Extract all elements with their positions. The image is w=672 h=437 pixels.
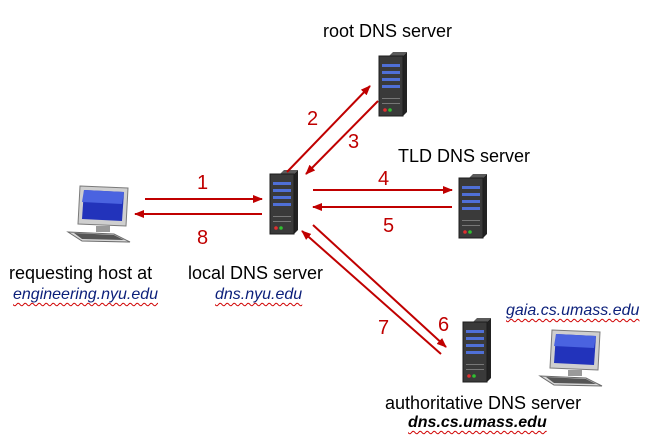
gaia-computer-icon bbox=[539, 329, 603, 387]
arrow-1-label: 1 bbox=[197, 172, 209, 194]
arrow-8-label: 8 bbox=[197, 227, 209, 249]
requesting-host-label: requesting host at bbox=[9, 263, 153, 283]
arrow-4-label: 4 bbox=[378, 168, 390, 190]
arrow-6 bbox=[312, 224, 447, 348]
local-server-icon bbox=[269, 169, 299, 235]
arrow-6-label: 6 bbox=[438, 314, 450, 336]
arrow-2 bbox=[286, 85, 371, 173]
local-server-domain: dns.nyu.edu bbox=[215, 286, 303, 303]
arrow-3-label: 3 bbox=[348, 131, 360, 153]
arrow-7 bbox=[301, 230, 442, 355]
arrow-5-label: 5 bbox=[383, 215, 395, 237]
requesting-host-computer-icon bbox=[67, 185, 131, 243]
arrow-2-label: 2 bbox=[307, 108, 319, 130]
tld-server-icon bbox=[458, 173, 488, 239]
requesting-host-domain: engineering.nyu.edu bbox=[13, 286, 159, 303]
authoritative-server-domain: dns.cs.umass.edu bbox=[408, 414, 547, 431]
arrow-7-label: 7 bbox=[378, 317, 390, 339]
local-server-label: local DNS server bbox=[188, 263, 324, 283]
root-server-icon bbox=[378, 51, 408, 117]
arrow-3 bbox=[305, 100, 379, 175]
tld-server-label: TLD DNS server bbox=[398, 146, 531, 166]
gaia-host-label: gaia.cs.umass.edu bbox=[506, 302, 640, 319]
authoritative-server-icon bbox=[462, 317, 492, 383]
authoritative-server-label: authoritative DNS server bbox=[385, 393, 582, 413]
root-server-label: root DNS server bbox=[323, 21, 453, 41]
